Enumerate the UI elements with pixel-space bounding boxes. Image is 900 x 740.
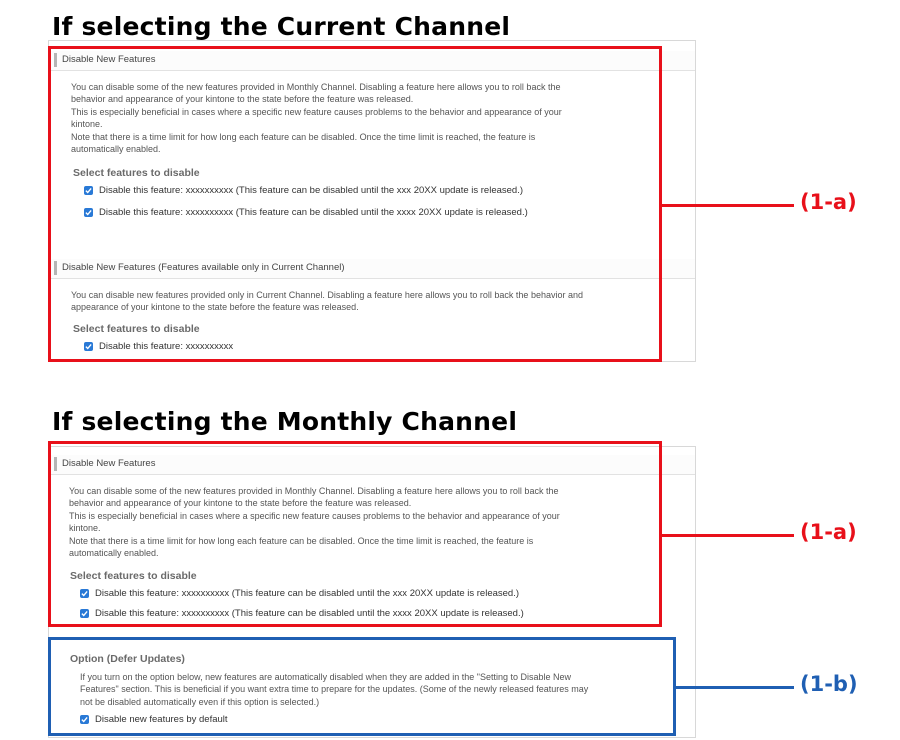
description-line: automatically enabled.: [71, 144, 161, 155]
callout-connector: [662, 534, 794, 537]
description-line: You can disable some of the new features…: [71, 82, 561, 92]
section-title: Disable New Features: [62, 54, 156, 65]
feature-checkbox-label: Disable this feature: xxxxxxxxxx (This f…: [99, 185, 524, 196]
description-line: This is especially beneficial in cases w…: [69, 510, 560, 521]
section-title: Disable New Features (Features available…: [62, 262, 345, 273]
section-header: Disable New Features (Features available…: [49, 259, 695, 279]
checkbox-checked-icon[interactable]: [84, 208, 93, 217]
feature-checkbox-row[interactable]: Disable this feature: xxxxxxxxxx (This f…: [84, 185, 523, 196]
highlight-box-1a: [48, 441, 662, 627]
callout-label-1a: (1-a): [800, 190, 857, 214]
highlight-box-1a: [48, 46, 662, 362]
feature-checkbox-row[interactable]: Disable this feature: xxxxxxxxxx (This f…: [80, 588, 519, 599]
section-header: Disable New Features: [49, 51, 695, 71]
select-features-heading: Select features to disable: [70, 570, 197, 582]
checkbox-checked-icon[interactable]: [80, 609, 89, 618]
defer-updates-checkbox-label: Disable new features by default: [95, 714, 228, 725]
feature-checkbox-label: Disable this feature: xxxxxxxxxx (This f…: [99, 207, 528, 218]
description-line: Note that there is a time limit for how …: [69, 535, 534, 546]
section-accent: [54, 261, 57, 275]
option-heading: Option (Defer Updates): [70, 653, 185, 665]
callout-label-1b: (1-b): [800, 672, 858, 696]
section-header: Disable New Features: [49, 455, 695, 475]
callout-connector: [662, 204, 794, 207]
monthly-channel-heading: If selecting the Monthly Channel: [52, 407, 518, 436]
feature-checkbox-row[interactable]: Disable this feature: xxxxxxxxxx: [84, 341, 233, 352]
defer-updates-checkbox-row[interactable]: Disable new features by default: [80, 714, 228, 725]
description-line: appearance of your kintone to the state …: [71, 302, 359, 313]
option-description: If you turn on the option below, new fea…: [80, 671, 680, 708]
feature-checkbox-row[interactable]: Disable this feature: xxxxxxxxxx (This f…: [84, 207, 528, 218]
checkbox-checked-icon[interactable]: [84, 186, 93, 195]
section-accent: [54, 53, 57, 67]
feature-checkbox-row[interactable]: Disable this feature: xxxxxxxxxx (This f…: [80, 608, 524, 619]
select-features-heading: Select features to disable: [73, 323, 200, 335]
feature-checkbox-label: Disable this feature: xxxxxxxxxx (This f…: [95, 588, 520, 599]
monthly-channel-settings-panel: Disable New Features You can disable som…: [48, 446, 696, 738]
section-accent: [54, 457, 57, 471]
description-line: behavior and appearance of your kintone …: [71, 94, 414, 105]
description-line: behavior and appearance of your kintone …: [69, 498, 412, 509]
checkbox-checked-icon[interactable]: [80, 715, 89, 724]
feature-checkbox-label: Disable this feature: xxxxxxxxxx (This f…: [95, 608, 524, 619]
current-channel-settings-panel: Disable New Features You can disable som…: [48, 40, 696, 362]
section-title: Disable New Features: [62, 458, 156, 469]
highlight-box-1b: [48, 637, 676, 736]
description-line: If you turn on the option below, new fea…: [80, 672, 571, 682]
checkbox-checked-icon[interactable]: [80, 589, 89, 598]
description-line: This is especially beneficial in cases w…: [71, 106, 562, 117]
description-line: You can disable some of the new features…: [69, 486, 559, 496]
current-channel-heading: If selecting the Current Channel: [52, 12, 511, 41]
section-description: You can disable new features provided on…: [71, 289, 671, 314]
select-features-heading: Select features to disable: [73, 167, 200, 179]
section-description: You can disable some of the new features…: [69, 485, 669, 559]
feature-checkbox-label: Disable this feature: xxxxxxxxxx: [99, 341, 234, 352]
description-line: kintone.: [69, 523, 101, 534]
callout-label-1a: (1-a): [800, 520, 857, 544]
callout-connector: [676, 686, 794, 689]
checkbox-checked-icon[interactable]: [84, 342, 93, 351]
section-description: You can disable some of the new features…: [71, 81, 671, 155]
description-line: kintone.: [71, 119, 103, 130]
description-line: You can disable new features provided on…: [71, 290, 583, 300]
description-line: Note that there is a time limit for how …: [71, 131, 536, 142]
description-line: Features" section. This is beneficial if…: [80, 684, 589, 695]
description-line: not be disabled automatically even if th…: [80, 696, 320, 707]
description-line: automatically enabled.: [69, 548, 159, 559]
